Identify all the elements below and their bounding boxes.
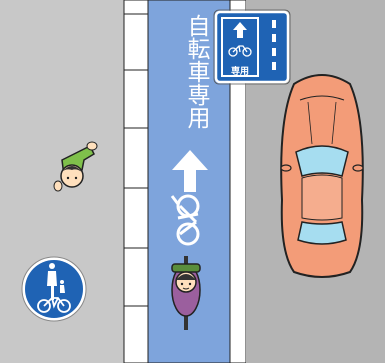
bicycle-icon	[170, 194, 200, 246]
pedestrian-icon	[53, 141, 98, 192]
curb-segment-lines	[124, 13, 148, 307]
bike-lane-marking-text: 自転車専用	[183, 14, 209, 129]
arrow-up-icon	[172, 150, 208, 192]
bicycle-only-sign-icon	[213, 9, 291, 85]
cyclist-icon	[171, 256, 201, 330]
car-icon	[280, 74, 364, 278]
curb-strip	[123, 0, 149, 363]
pedestrian-bicycle-sign-icon	[21, 256, 87, 322]
overhead-sign-text: 専用	[230, 67, 249, 77]
